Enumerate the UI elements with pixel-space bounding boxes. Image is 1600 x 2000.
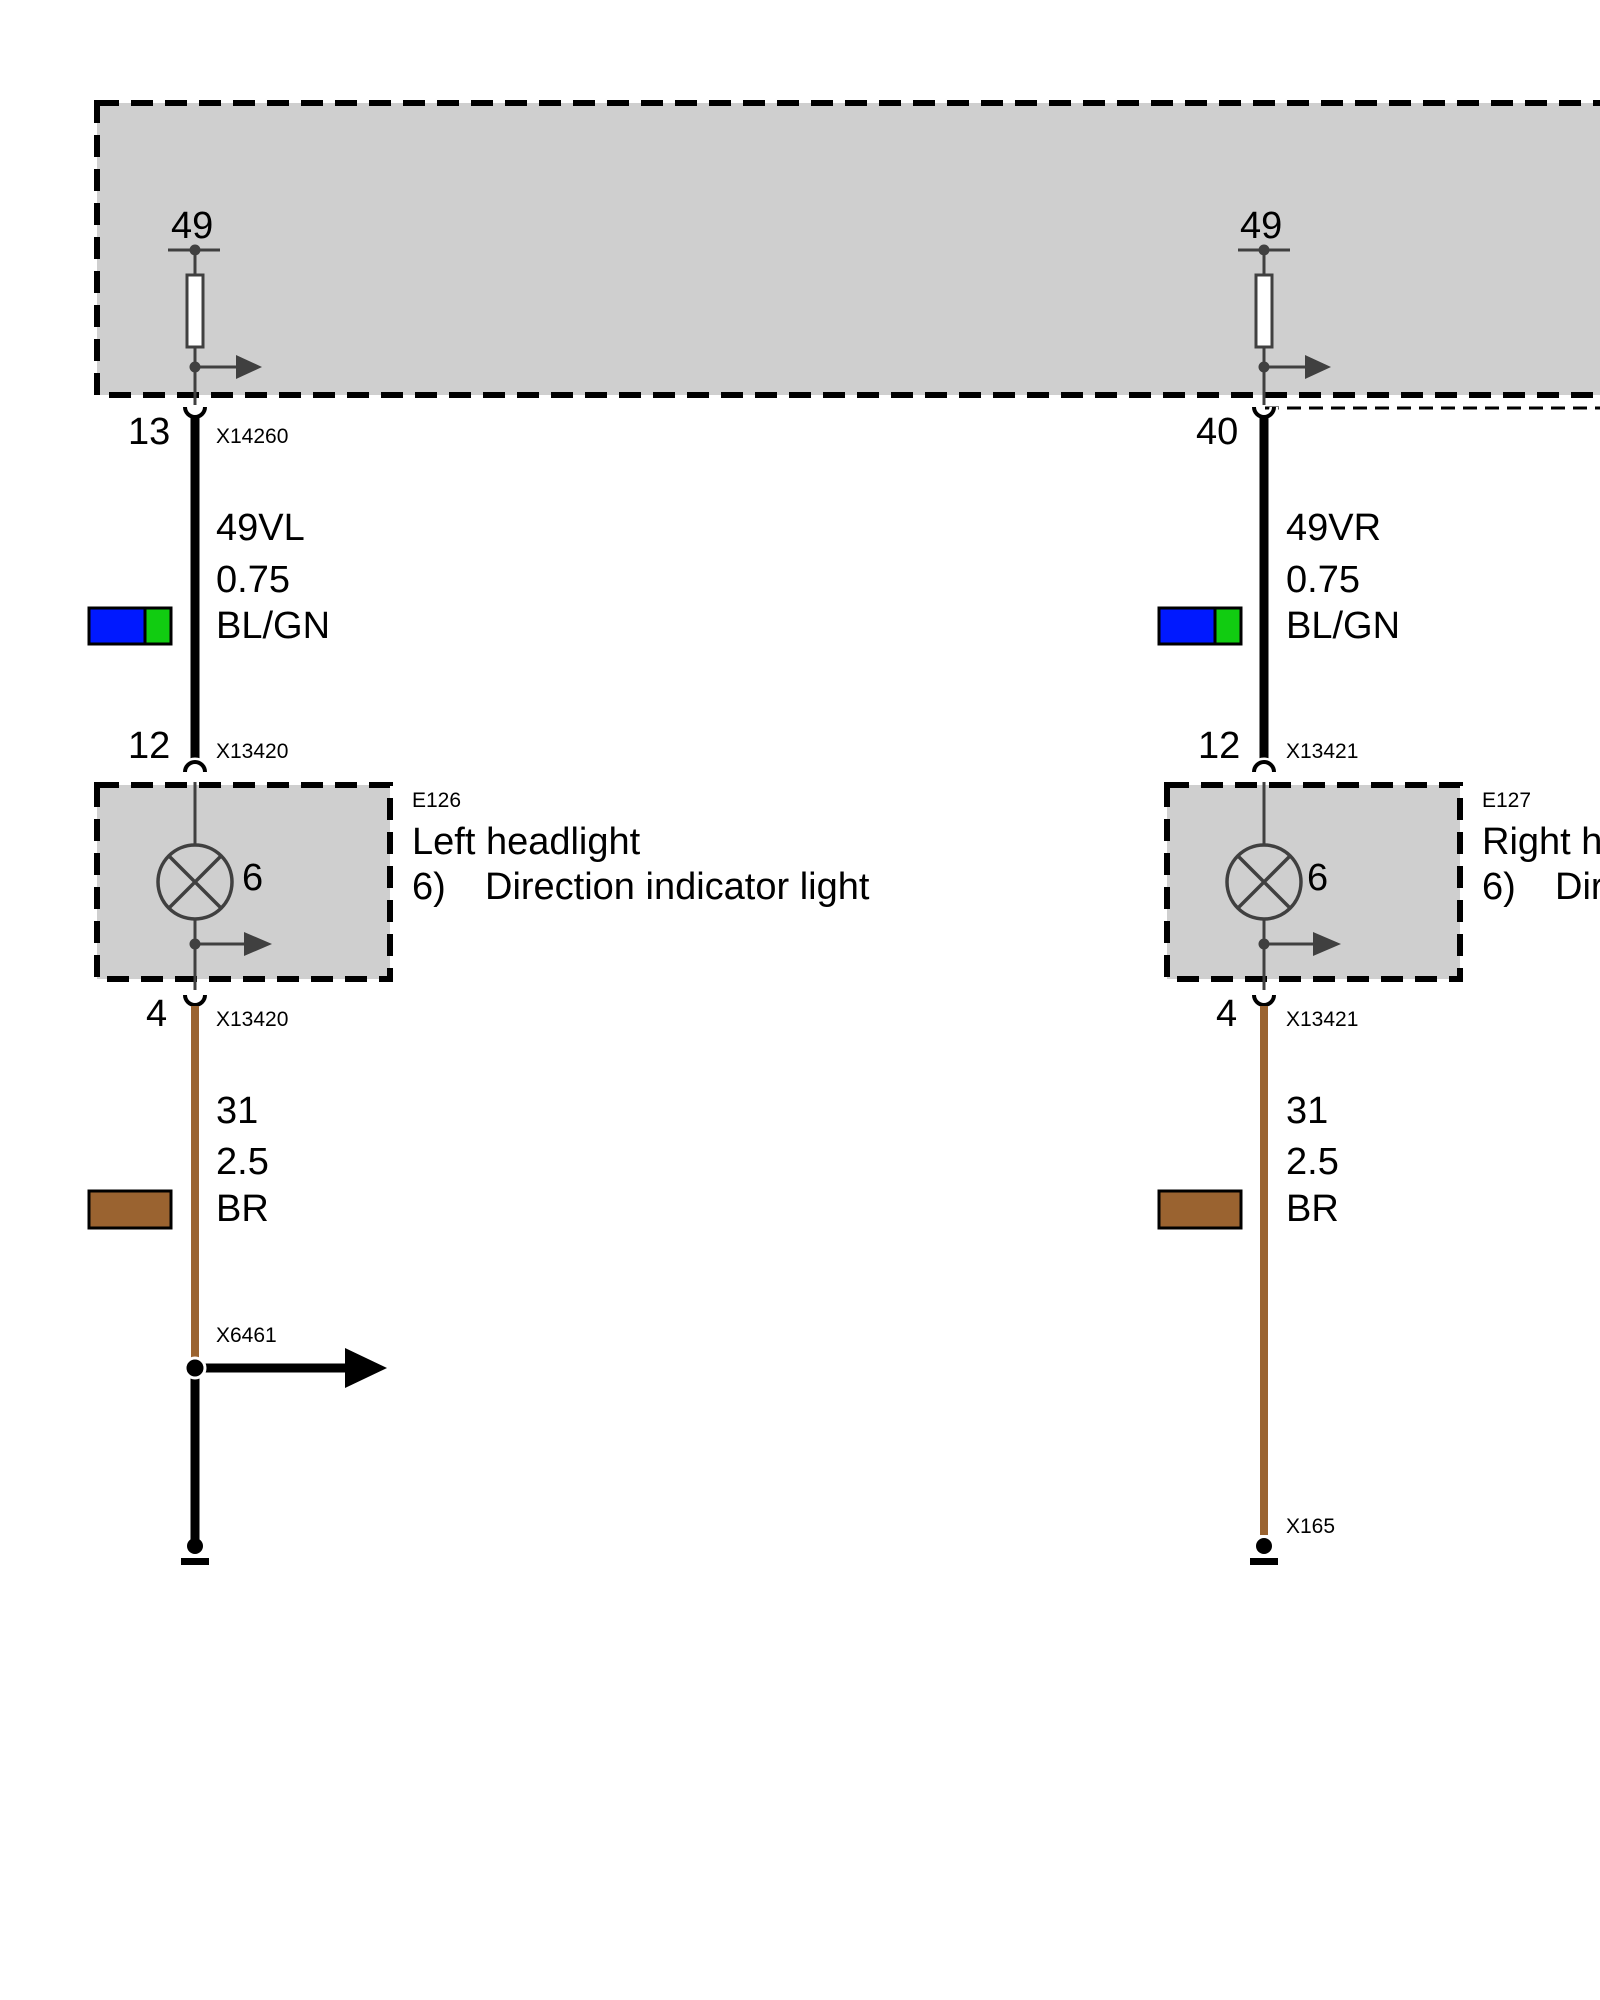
left-wire-top-color: BL/GN (216, 605, 330, 647)
right-module-pin-label: 49 (1240, 205, 1282, 247)
left-connector-x13420-top (183, 760, 207, 773)
right-component-item-number: 6) (1482, 866, 1516, 908)
right-component-id: E127 (1482, 789, 1531, 812)
left-wire-top-size: 0.75 (216, 559, 290, 601)
left-ground-symbol (181, 1538, 209, 1565)
left-bulb-symbol (156, 782, 272, 990)
right-mid-top-pin-number: 12 (1198, 725, 1240, 767)
left-bulb-label: 6 (242, 857, 263, 899)
right-wire-top-signal: 49VR (1286, 507, 1381, 549)
left-mid-bottom-connector-id: X13420 (216, 1008, 288, 1031)
left-wire-top-signal: 49VL (216, 507, 305, 549)
right-mid-top-connector-id: X13421 (1286, 740, 1358, 763)
control-module-box (94, 100, 1600, 398)
left-splice-arrow (345, 1348, 387, 1388)
right-wire-bottom-size: 2.5 (1286, 1141, 1339, 1183)
right-ground-connector-id: X165 (1286, 1515, 1335, 1538)
left-splice-connector-id: X6461 (216, 1324, 277, 1347)
right-wire-color-swatch-bl-gn (1157, 606, 1243, 646)
right-wire-bottom-color: BR (1286, 1188, 1339, 1230)
right-wire-top-size: 0.75 (1286, 559, 1360, 601)
left-top-connector-id: X14260 (216, 425, 288, 448)
left-connector-x13420-bottom (183, 994, 207, 1007)
right-mid-bottom-connector-id: X13421 (1286, 1008, 1358, 1031)
left-headlight-box (94, 782, 393, 982)
right-connector-x13421-top (1252, 760, 1276, 773)
right-ground-symbol (1250, 1538, 1278, 1565)
left-component-item-label: Direction indicator light (485, 866, 870, 908)
left-mid-top-pin-number: 12 (128, 725, 170, 767)
left-mid-bottom-pin-number: 4 (146, 993, 167, 1035)
left-mid-top-connector-id: X13420 (216, 740, 288, 763)
right-top-pin-number: 40 (1196, 411, 1238, 453)
right-component-name: Right h (1482, 821, 1600, 863)
left-component-id: E126 (412, 789, 461, 812)
right-bulb-symbol (1225, 782, 1341, 990)
left-wire-bottom-signal: 31 (216, 1090, 258, 1132)
right-wire-bottom-signal: 31 (1286, 1090, 1328, 1132)
right-mid-bottom-pin-number: 4 (1216, 993, 1237, 1035)
right-bulb-label: 6 (1307, 857, 1328, 899)
left-splice-point (183, 1356, 207, 1380)
left-module-output-symbol (168, 244, 262, 405)
left-wire-bottom-size: 2.5 (216, 1141, 269, 1183)
left-wire-bottom-color: BR (216, 1188, 269, 1230)
left-component-name: Left headlight (412, 821, 641, 863)
right-wire-top-color: BL/GN (1286, 605, 1400, 647)
left-module-pin-label: 49 (171, 205, 213, 247)
left-wire-color-swatch-br (87, 1189, 173, 1230)
left-component-item-number: 6) (412, 866, 446, 908)
right-wire-color-swatch-br (1157, 1189, 1243, 1230)
right-connector-x13421-bottom (1252, 994, 1276, 1007)
left-wire-color-swatch-bl-gn (87, 606, 173, 646)
right-module-output-symbol (1238, 244, 1331, 405)
left-top-pin-number: 13 (128, 411, 170, 453)
right-component-item-label: Dir (1555, 866, 1600, 908)
